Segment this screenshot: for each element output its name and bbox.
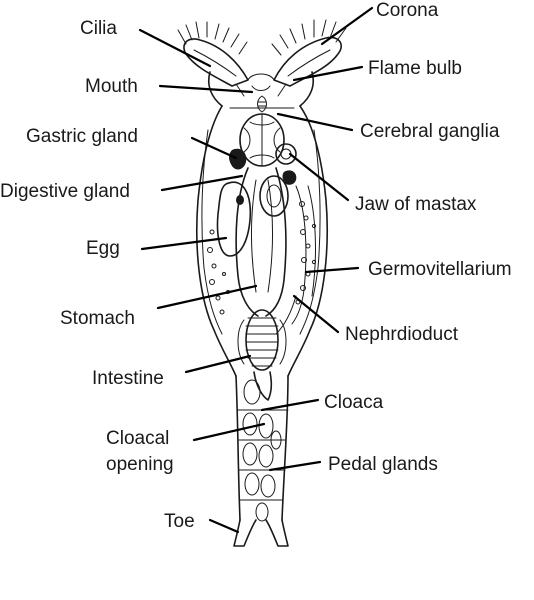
label-jaw-of-mastax: Jaw of mastax [355,194,477,215]
stomach [235,167,287,317]
label-flame-bulb: Flame bulb [368,58,462,79]
label-digestive-gland: Digestive gland [0,181,130,202]
leader-cloaca [260,398,320,412]
label-toe: Toe [164,511,195,532]
label-nephrdioduct: Nephrdioduct [345,324,459,345]
label-corona: Corona [376,0,439,21]
label-cerebral-ganglia: Cerebral ganglia [360,121,500,142]
label-gastric-gland: Gastric gland [26,126,138,147]
leader-germovitellarium [304,266,360,274]
label-stomach: Stomach [60,308,135,329]
leader-cloacal-opening [192,422,266,442]
germovitellarium [291,185,317,325]
leader-mouth [158,84,254,94]
left-granular-tissue [207,229,230,315]
digestive-gland [259,175,289,217]
pedal-glands [242,379,282,522]
leader-cerebral-ganglia [276,112,354,132]
jaw-of-mastax [275,143,297,165]
egg [216,181,252,257]
label-germovitellarium: Germovitellarium [368,259,512,280]
flame-bulb [257,95,267,113]
head-outline [207,71,315,107]
leader-lines [138,6,374,534]
leader-nephrdioduct [292,294,340,334]
label-cloaca: Cloaca [324,392,384,413]
labels: Cilia Corona Mouth Flame bulb Gastric gl… [0,0,512,532]
label-mouth: Mouth [85,76,138,97]
label-pedal-glands: Pedal glands [328,454,438,475]
leader-pedal-glands [268,460,322,472]
leader-flame-bulb [292,65,364,82]
label-intestine: Intestine [92,368,164,389]
leader-intestine [184,354,252,374]
gastric-gland [229,148,247,170]
leader-cilia [138,28,212,68]
leader-gastric-gland [190,136,238,160]
leader-toe [208,518,240,534]
leader-egg [140,236,228,251]
intestine [237,309,287,371]
rotifer-illustration [177,19,347,547]
mastax [239,113,285,167]
label-egg: Egg [86,238,120,259]
leader-jaw-of-mastax [288,152,350,202]
foot [235,375,289,522]
label-cloacal-opening-line2: opening [106,454,174,475]
leader-digestive-gland [160,174,244,192]
label-cloacal-opening-line1: Cloacal [106,428,169,449]
toes [233,519,289,547]
label-cilia: Cilia [80,18,117,39]
leader-corona [320,6,374,46]
leader-stomach [156,284,258,310]
cloaca [253,371,273,401]
nephridioduct [275,295,297,335]
